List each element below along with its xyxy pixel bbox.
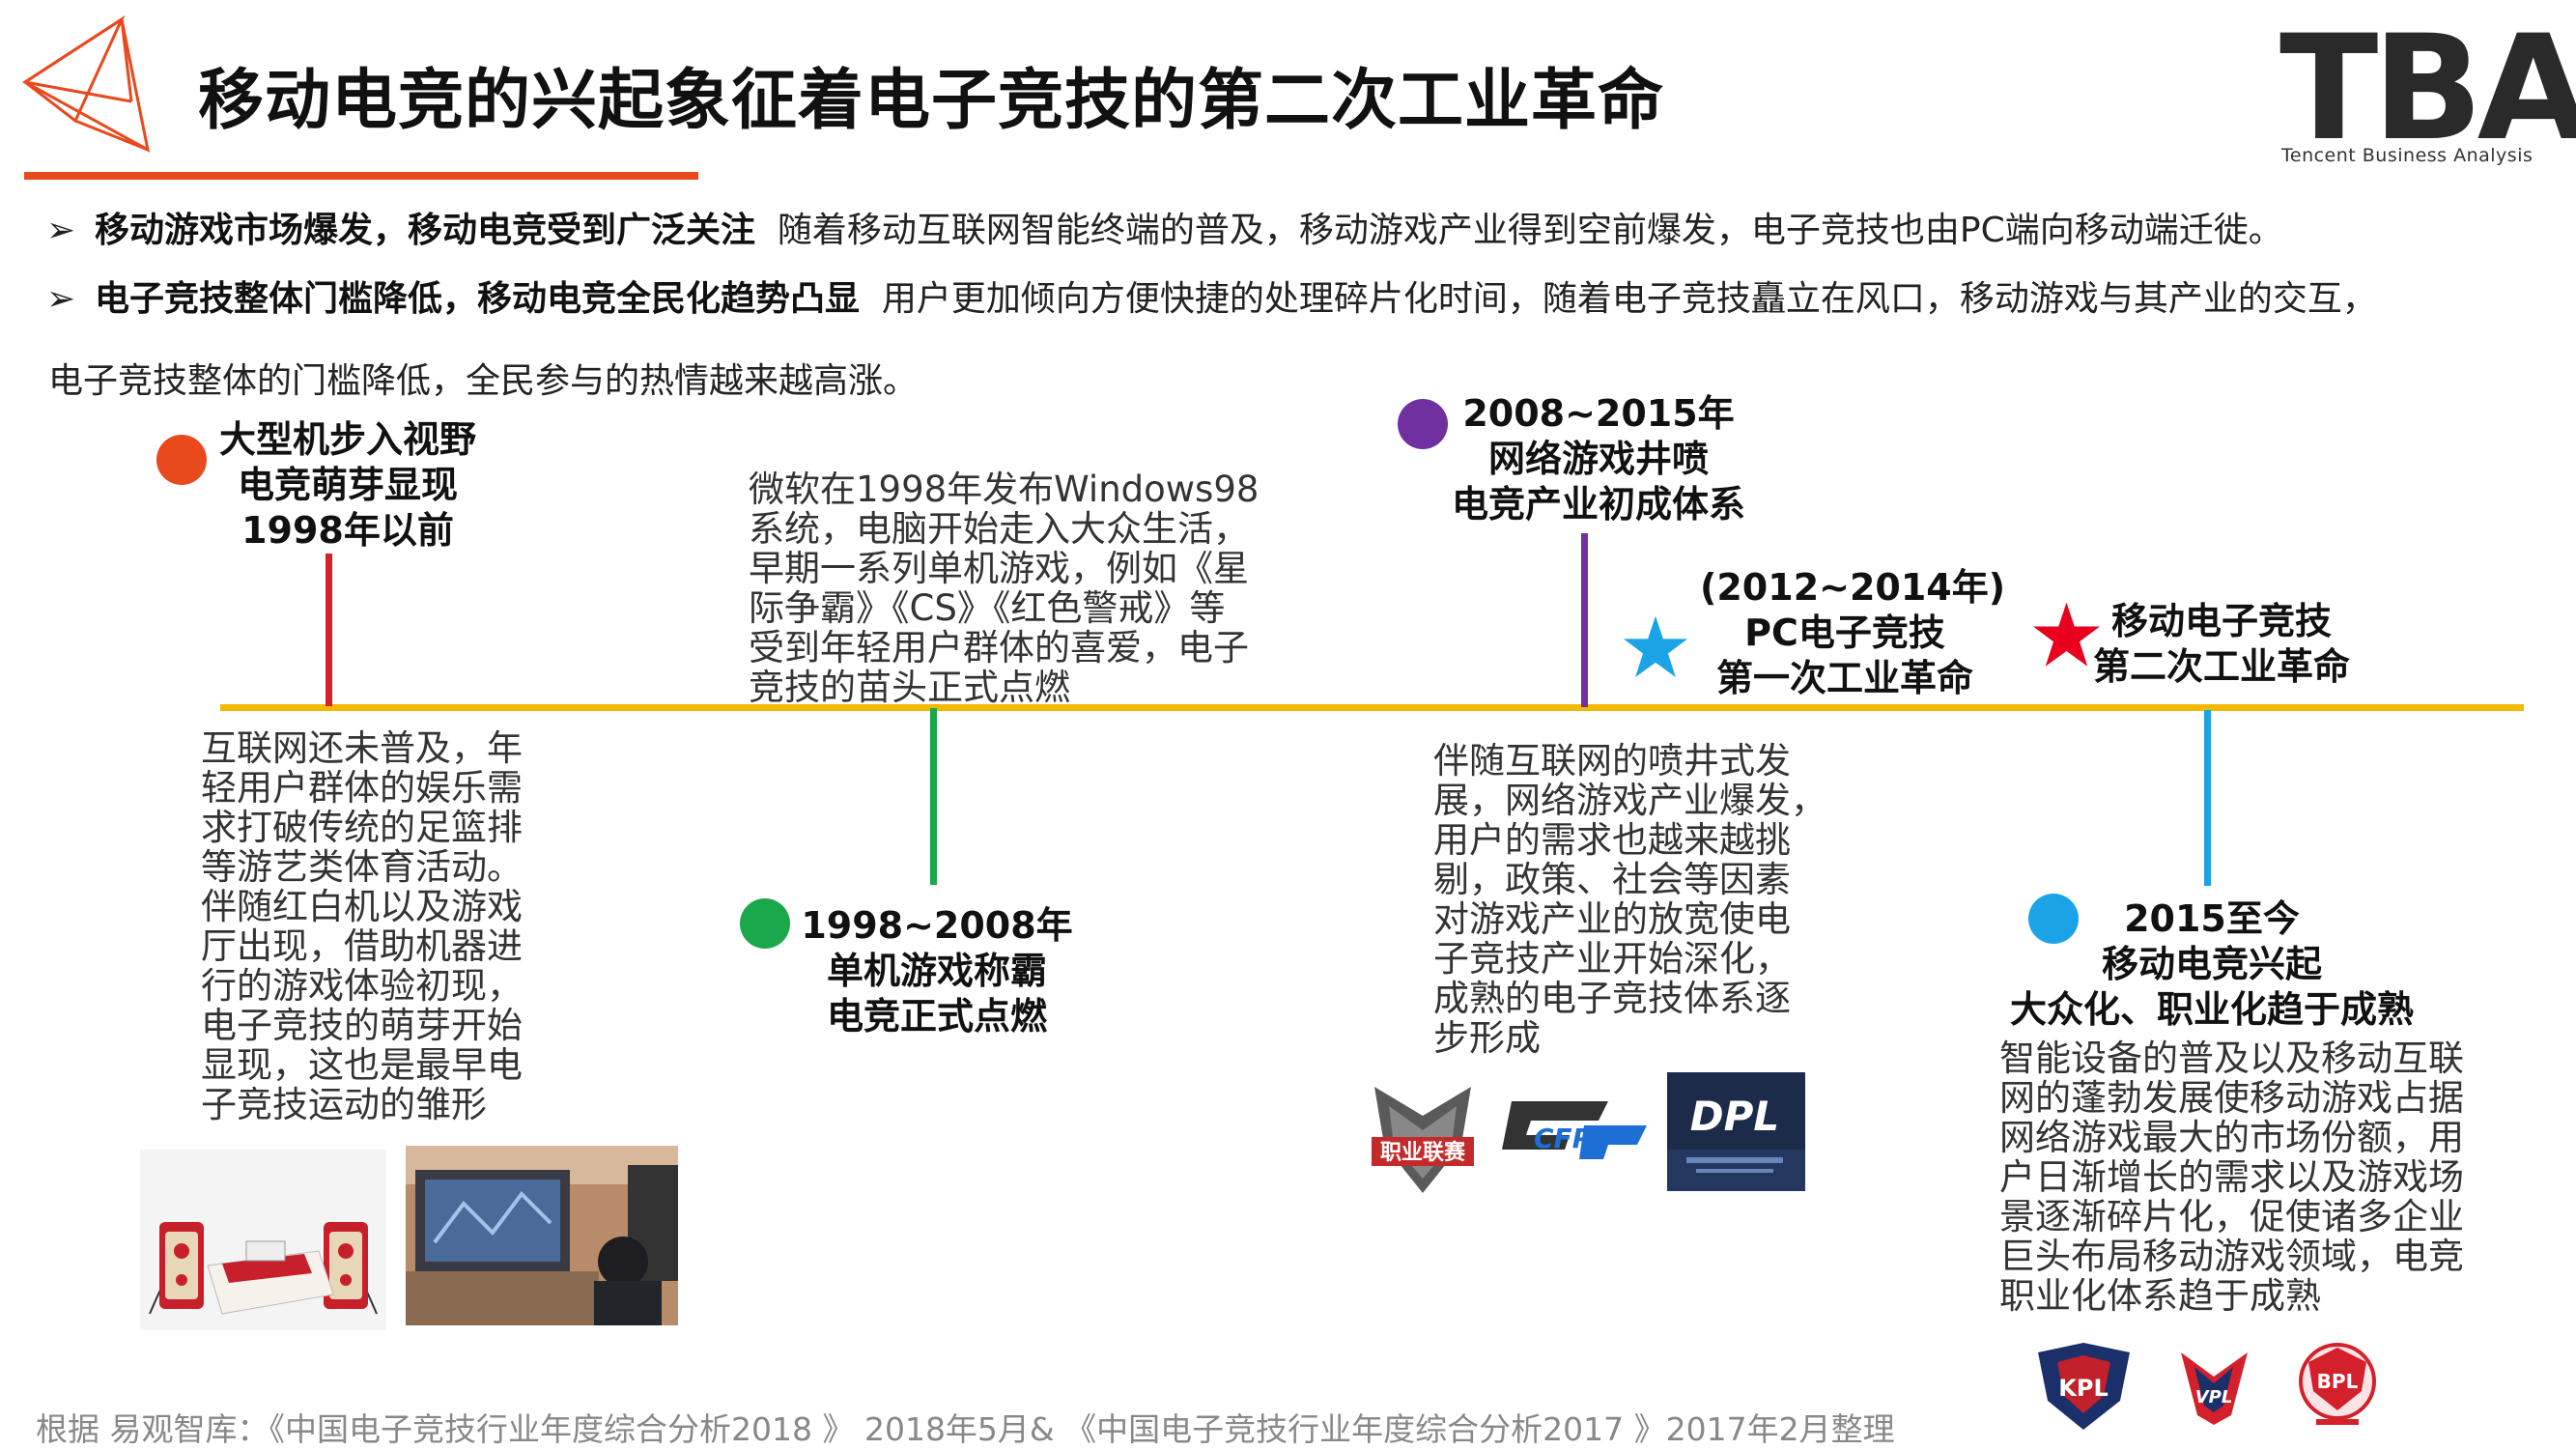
triangle-logo-icon bbox=[22, 14, 151, 153]
tba-logo: TBA bbox=[2270, 12, 2576, 166]
pc-revolution-line2: PC电子竞技 bbox=[1744, 611, 1945, 654]
bpl-logo-text: BPL bbox=[2317, 1370, 2359, 1393]
stage4-desc-line: 网络游戏最大的市场份额，用 bbox=[1999, 1117, 2464, 1158]
stage1-description: 互联网还未普及，年 轻用户群体的娱乐需 求打破传统的足篮排 等游艺类体育活动。 … bbox=[201, 728, 523, 1124]
stage2-line2: 单机游戏称霸 bbox=[826, 950, 1047, 992]
mobile-revolution-line2: 第二次工业革命 bbox=[2092, 645, 2350, 688]
stage3-desc-line: 成熟的电子竞技体系逐 bbox=[1433, 978, 1791, 1019]
stage1-desc-line: 轻用户群体的娱乐需 bbox=[201, 767, 523, 809]
stage3-desc-line: 剔，政策、社会等因素 bbox=[1433, 859, 1791, 900]
red-star-icon bbox=[2033, 602, 2100, 667]
pc-logo-1-text: 职业联赛 bbox=[1380, 1140, 1466, 1165]
stage2-line3: 电竞正式点燃 bbox=[826, 995, 1047, 1038]
stage3-heading: 2008~2015年 网络游戏井喷 电竞产业初成体系 bbox=[1439, 391, 1758, 527]
mobile-revolution-heading: 移动电子竞技 第二次工业革命 bbox=[2077, 599, 2366, 690]
bullet-1-text: 随着移动互联网智能终端的普及，移动游戏产业得到空前爆发，电子竞技也由PC端向移动… bbox=[777, 211, 2283, 250]
stage4-desc-line: 网的蓬勃发展使移动游戏占据 bbox=[1999, 1077, 2464, 1119]
stage1-dot bbox=[156, 435, 207, 485]
stage1-connector bbox=[326, 554, 332, 706]
kpl-logo: KPL bbox=[2038, 1343, 2130, 1430]
bullet-2-text: 用户更加倾向方便快捷的处理碎片化时间，随着电子竞技矗立在风口，移动游戏与其产业的… bbox=[881, 279, 2377, 319]
stage2-desc-line: 微软在1998年发布Windows98 bbox=[749, 469, 1260, 510]
stage2-connector bbox=[930, 708, 937, 885]
stage1-desc-line: 互联网还未普及，年 bbox=[201, 727, 523, 769]
bullet-arrow-icon: ➢ bbox=[46, 211, 76, 250]
stage4-desc-line: 景逐渐碎片化，促使诸多企业 bbox=[1999, 1196, 2464, 1237]
stage4-dot bbox=[2028, 894, 2079, 944]
stage3-desc-line: 子竞技产业开始深化， bbox=[1433, 938, 1791, 980]
bullet-arrow-icon: ➢ bbox=[46, 279, 76, 319]
cfpl-logo-text: CFPL bbox=[1534, 1123, 1609, 1154]
stage3-desc-line: 伴随互联网的喷井式发 bbox=[1433, 740, 1791, 782]
arcade-photo bbox=[406, 1146, 678, 1325]
stage2-desc-line: 竞技的苗头正式点燃 bbox=[749, 667, 1070, 708]
stage1-desc-line: 厅出现，借助机器进 bbox=[201, 925, 523, 967]
stage3-dot bbox=[1398, 399, 1448, 449]
stage3-line3: 电竞产业初成体系 bbox=[1451, 483, 1745, 526]
stage3-desc-line: 展，网络游戏产业爆发， bbox=[1433, 780, 1826, 821]
stage1-desc-line: 行的游戏体验初现， bbox=[201, 965, 523, 1007]
bullet-1: ➢ 移动游戏市场爆发，移动电竞受到广泛关注 随着移动互联网智能终端的普及，移动游戏… bbox=[46, 208, 2283, 254]
stage1-desc-line: 伴随红白机以及游戏 bbox=[201, 886, 523, 927]
bpl-logo: BPL bbox=[2299, 1343, 2376, 1425]
stage4-line3: 大众化、职业化趋于成熟 bbox=[2009, 988, 2414, 1031]
stage1-desc-line: 子竞技运动的雏形 bbox=[201, 1084, 487, 1125]
stage2-desc-line: 早期一系列单机游戏，例如《星 bbox=[749, 548, 1249, 589]
stage4-desc-line: 户日渐增长的需求以及游戏场 bbox=[1999, 1156, 2464, 1198]
vpl-logo-text: VPL bbox=[2195, 1387, 2233, 1407]
bullet-2-bold: 电子竞技整体门槛降低，移动电竞全民化趋势凸显 bbox=[95, 279, 861, 319]
pc-revolution-heading: (2012~2014年) PC电子竞技 第一次工业革命 bbox=[1700, 565, 2006, 701]
stage1-line2: 电竞萌芽显现 bbox=[237, 464, 458, 506]
stage3-line1: 2008~2015年 bbox=[1462, 392, 1735, 435]
stage4-connector bbox=[2204, 710, 2211, 886]
stage3-desc-line: 对游戏产业的放宽使电 bbox=[1433, 898, 1791, 940]
bullet-1-bold: 移动游戏市场爆发，移动电竞受到广泛关注 bbox=[95, 211, 756, 250]
stage4-heading: 2015至今 移动电竞兴起 大众化、职业化趋于成熟 bbox=[2009, 896, 2415, 1033]
stage3-connector bbox=[1581, 533, 1588, 707]
stage2-desc-line: 系统，电脑开始走入大众生活， bbox=[749, 508, 1249, 550]
stage3-desc-line: 步形成 bbox=[1433, 1017, 1541, 1059]
bullet-2-continued: 电子竞技整体的门槛降低，全民参与的热情越来越高涨。 bbox=[48, 361, 919, 401]
stage2-desc-line: 际争霸》《CS》《红色警戒》等 bbox=[749, 587, 1226, 629]
stage1-desc-line: 显现，这也是最早电 bbox=[201, 1044, 523, 1086]
timeline-axis bbox=[220, 704, 2524, 711]
stage1-desc-line: 电子竞技的萌芽开始 bbox=[201, 1005, 523, 1046]
page-title: 移动电竞的兴起象征着电子竞技的第二次工业革命 bbox=[198, 63, 1665, 139]
stage4-desc-line: 职业化体系趋于成熟 bbox=[1999, 1275, 2321, 1317]
stage2-line1: 1998~2008年 bbox=[801, 904, 1073, 947]
stage4-desc-line: 智能设备的普及以及移动互联 bbox=[1999, 1038, 2464, 1079]
tba-logo-text: TBA bbox=[2279, 5, 2576, 173]
source-footer: 根据 易观智库：《中国电子竞技行业年度综合分析2018 》 2018年5月& 《… bbox=[36, 1410, 1895, 1448]
blue-star-icon bbox=[1623, 615, 1688, 677]
pc-revolution-line1: (2012~2014年) bbox=[1700, 566, 2006, 609]
bullet-2: ➢ 电子竞技整体门槛降低，移动电竞全民化趋势凸显 用户更加倾向方便快捷的处理碎片化… bbox=[46, 276, 2377, 323]
tba-logo-subtitle: Tencent Business Analysis bbox=[2281, 145, 2534, 166]
vpl-logo: VPL bbox=[2181, 1352, 2248, 1425]
stage1-desc-line: 等游艺类体育活动。 bbox=[201, 846, 523, 888]
stage1-heading: 大型机步入视野 电竞萌芽显现 1998年以前 bbox=[203, 417, 493, 554]
stage4-description: 智能设备的普及以及移动互联 网的蓬勃发展使移动游戏占据 网络游戏最大的市场份额，… bbox=[1999, 1038, 2464, 1316]
dpl-logo-text: DPL bbox=[1690, 1093, 1779, 1140]
stage1-desc-line: 求打破传统的足篮排 bbox=[201, 807, 523, 848]
stage4-line2: 移动电竞兴起 bbox=[2101, 943, 2322, 985]
stage1-line3: 1998年以前 bbox=[241, 509, 454, 552]
famicom-console-photo bbox=[140, 1150, 386, 1330]
stage2-heading: 1998~2008年 单机游戏称霸 电竞正式点燃 bbox=[792, 903, 1082, 1039]
stage3-line2: 网络游戏井喷 bbox=[1487, 438, 1709, 480]
pc-revolution-line3: 第一次工业革命 bbox=[1715, 657, 1973, 699]
title-underline bbox=[24, 172, 698, 180]
stage4-line1: 2015至今 bbox=[2124, 897, 2300, 940]
stage2-description: 微软在1998年发布Windows98 系统，电脑开始走入大众生活， 早期一系列… bbox=[749, 469, 1259, 707]
stage2-dot bbox=[740, 898, 790, 949]
stage4-desc-line: 巨头布局移动游戏领域，电竞 bbox=[1999, 1236, 2464, 1277]
stage3-description: 伴随互联网的喷井式发 展，网络游戏产业爆发， 用户的需求也越来越挑 剔，政策、社… bbox=[1433, 741, 1826, 1058]
dpl-logo: DPL bbox=[1667, 1072, 1805, 1191]
pc-league-logo-1: 职业联赛 bbox=[1372, 1087, 1474, 1193]
kpl-logo-text: KPL bbox=[2058, 1375, 2108, 1402]
cfpl-logo: CFPL bbox=[1502, 1101, 1647, 1159]
stage2-desc-line: 受到年轻用户群体的喜爱，电子 bbox=[749, 627, 1249, 668]
mobile-revolution-line1: 移动电子竞技 bbox=[2110, 600, 2332, 642]
stage1-line1: 大型机步入视野 bbox=[218, 418, 476, 461]
stage3-desc-line: 用户的需求也越来越挑 bbox=[1433, 819, 1791, 861]
